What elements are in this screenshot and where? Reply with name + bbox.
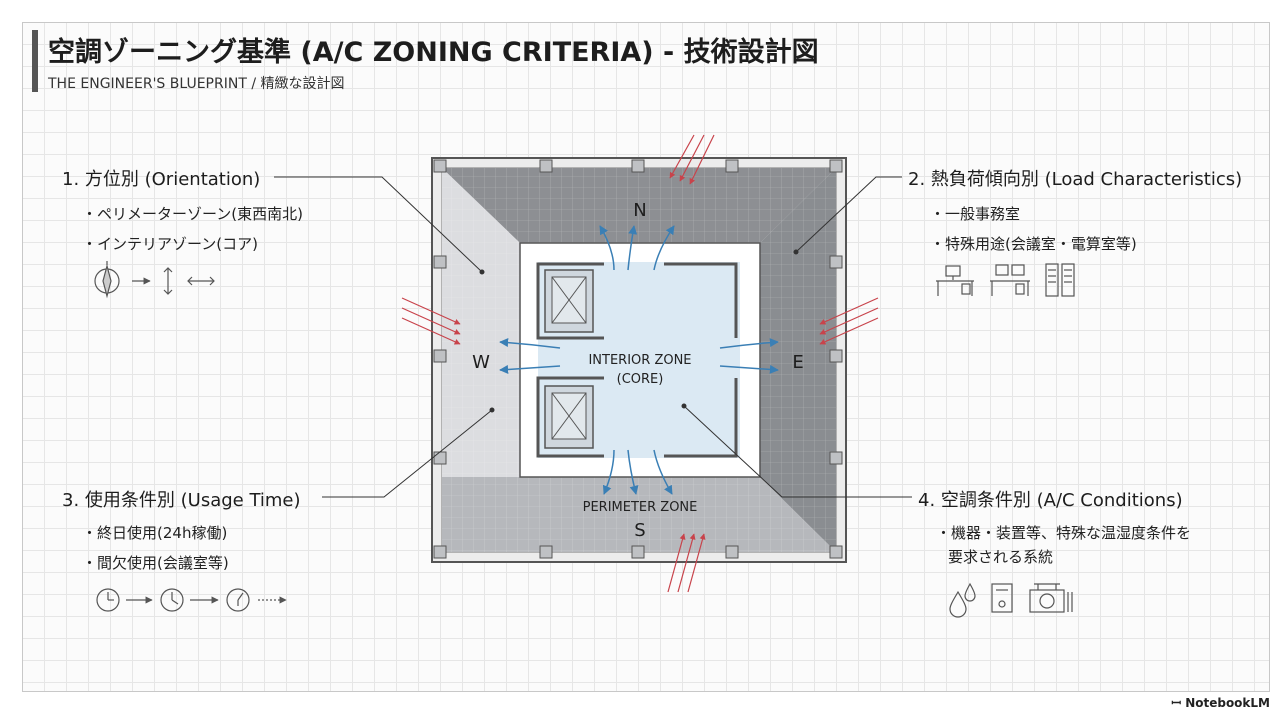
section-conditions-heading: 4. 空調条件別 (A/C Conditions) [918,490,1183,511]
clock-icon [96,588,120,612]
section-conditions-item: 要求される系統 [948,548,1054,566]
perimeter-zone-label: PERIMETER ZONE [583,500,698,515]
north-label: N [633,200,646,221]
section-orientation-item: ・ペリメーターゾーン(東西南北) [82,205,303,223]
office-desk-icon [936,265,974,296]
brand-logo: ꟷ NotebookLM [1171,694,1270,711]
elevator-icon [544,385,594,449]
section-load-item: ・特殊用途(会議室・電算室等) [930,235,1137,253]
callout-leaders [274,176,912,498]
elevator-icon [544,269,594,333]
server-rack-icon [1045,263,1075,297]
water-drop-icon [949,582,976,618]
notebook-icon: ꟷ [1171,696,1182,710]
page-subtitle: THE ENGINEER'S BLUEPRINT / 精緻な設計図 [48,76,345,92]
interior-zone-label: INTERIOR ZONE [588,353,691,368]
thermostat-icon [991,583,1013,613]
compass-icon [94,261,120,299]
section-conditions-item: ・機器・装置等、特殊な温湿度条件を [936,524,1192,542]
interior-zone-label: (CORE) [617,372,664,387]
section-usage-item: ・終日使用(24h稼働) [82,524,228,542]
solar-heat-arrows [401,134,879,593]
clock-icon [226,588,250,612]
ac-unit-icon [1029,583,1073,613]
clock-icon [160,588,184,612]
title-accent-bar [32,30,38,92]
arrow-horizontal-icon [187,276,215,286]
section-usage-heading: 3. 使用条件別 (Usage Time) [62,490,301,511]
south-label: S [634,520,645,541]
section-orientation-heading: 1. 方位別 (Orientation) [62,169,261,190]
airflow-arrows [499,225,779,495]
section-usage-item: ・間欠使用(会議室等) [82,554,229,572]
section-orientation-item: ・インテリアゾーン(コア) [82,235,258,253]
arrow-vertical-icon [163,267,173,295]
brand-label: NotebookLM [1185,695,1270,710]
structural-columns [433,159,843,559]
section-load-item: ・一般事務室 [930,205,1021,223]
section-load-heading: 2. 熱負荷傾向別 (Load Characteristics) [908,169,1243,190]
page-title: 空調ゾーニング基準 (A/C ZONING CRITERIA) - 技術設計図 [48,37,819,68]
east-label: E [792,352,803,373]
computer-desk-icon [990,264,1030,296]
west-label: W [472,352,490,373]
